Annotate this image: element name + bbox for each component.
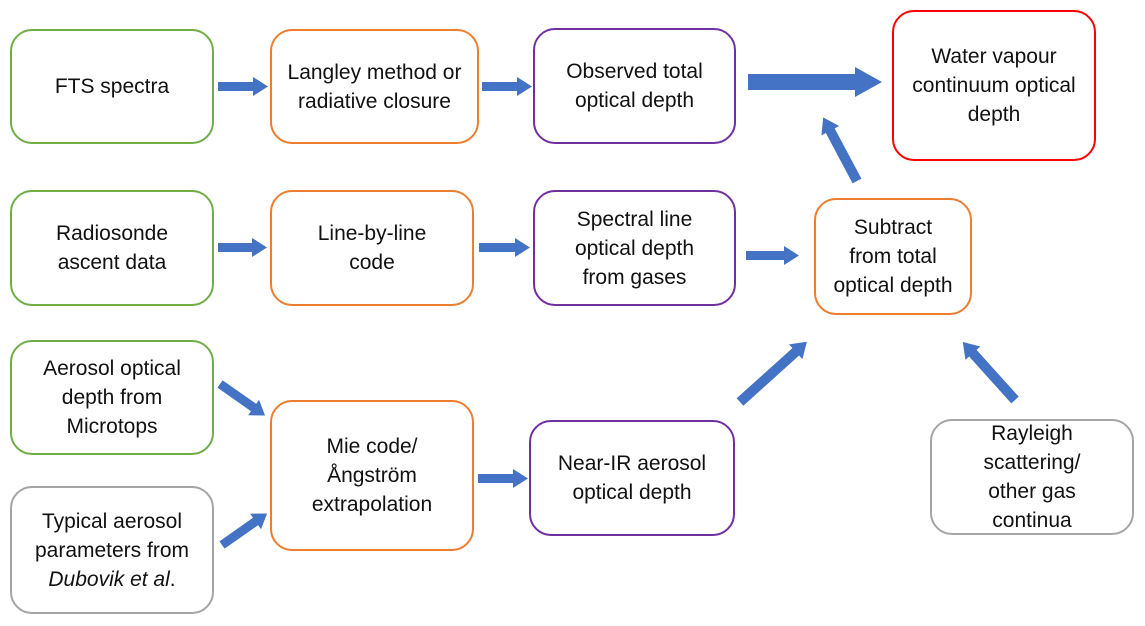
arrow-near-ir-to-subtract xyxy=(736,341,807,406)
arrow-spectral-to-subtract xyxy=(746,246,799,265)
node-mie-code-angstrom: Mie code/Ångström extrapolation xyxy=(270,400,474,551)
arrow-observed-to-water-vapour xyxy=(748,67,882,97)
node-typical-aerosol-label: Typical aerosol parameters from Dubovik … xyxy=(26,507,198,594)
arrow-mie-to-near-ir xyxy=(478,469,528,488)
node-near-ir-aerosol-optical-depth: Near-IR aerosol optical depth xyxy=(529,420,735,536)
node-subtract-label: Subtract from total optical depth xyxy=(833,216,953,297)
arrow-microtops-to-mie xyxy=(217,380,266,416)
node-radiosonde-label: Radiosonde ascent data xyxy=(55,222,169,274)
node-rayleigh-scattering: Rayleigh scattering/ other gas continua xyxy=(930,419,1134,535)
node-radiosonde-ascent-data: Radiosonde ascent data xyxy=(10,190,214,306)
node-line-by-line-label: Line-by-line code xyxy=(317,222,427,274)
arrow-radiosonde-to-line-by-line xyxy=(218,238,267,257)
node-observed-total-optical-depth: Observed total optical depth xyxy=(533,28,736,144)
arrow-langley-to-observed xyxy=(482,77,532,96)
arrow-subtract-to-water-vapour xyxy=(821,117,862,184)
arrow-line-by-line-to-spectral xyxy=(479,238,530,257)
arrow-rayleigh-to-subtract xyxy=(962,342,1019,404)
node-near-ir-label: Near-IR aerosol optical depth xyxy=(557,452,707,504)
node-water-vapour-continuum: Water vapour continuum optical depth xyxy=(892,10,1096,161)
node-fts-spectra-label: FTS spectra xyxy=(54,75,170,98)
node-langley-method-label: Langley method or radiative closure xyxy=(287,60,462,113)
node-line-by-line-code: Line-by-line code xyxy=(270,190,474,306)
node-spectral-line-label: Spectral line optical depth from gases xyxy=(574,207,695,289)
node-mie-label: Mie code/Ångström extrapolation xyxy=(311,435,433,516)
node-aerosol-optical-depth-microtops: Aerosol optical depth from Microtops xyxy=(10,340,214,455)
node-observed-total-label: Observed total optical depth xyxy=(566,60,703,112)
typical-aerosol-citation-italic: Dubovik et al xyxy=(48,567,170,591)
arrow-fts-to-langley xyxy=(218,77,268,96)
node-aerosol-microtops-label: Aerosol optical depth from Microtops xyxy=(43,357,181,438)
node-langley-method: Langley method or radiative closure xyxy=(270,29,479,144)
node-rayleigh-label: Rayleigh scattering/ other gas continua xyxy=(983,422,1081,532)
node-fts-spectra: FTS spectra xyxy=(10,29,214,144)
arrow-typical-aerosol-to-mie xyxy=(219,513,268,549)
typical-aerosol-period: . xyxy=(169,567,176,591)
node-spectral-line-optical-depth: Spectral line optical depth from gases xyxy=(533,190,736,306)
node-subtract-from-total: Subtract from total optical depth xyxy=(814,198,972,315)
node-typical-aerosol-parameters: Typical aerosol parameters from Dubovik … xyxy=(10,486,214,614)
typical-aerosol-text: Typical aerosol parameters from xyxy=(34,509,190,562)
node-water-vapour-label: Water vapour continuum optical depth xyxy=(912,45,1076,126)
